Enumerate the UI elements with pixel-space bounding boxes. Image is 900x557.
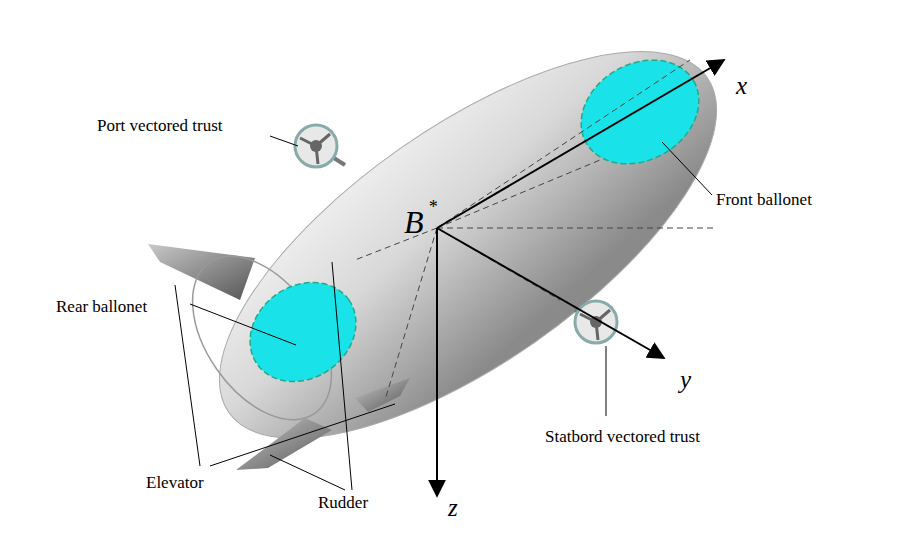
axes <box>437 60 724 496</box>
rear-ballonet <box>231 262 376 402</box>
rudder-fin <box>236 418 332 470</box>
part-label: Port vectored trust <box>97 117 223 136</box>
part-label: Elevator <box>146 474 204 493</box>
axis-label: x <box>736 72 747 100</box>
origin-label: * <box>428 198 437 218</box>
part-label: Front ballonet <box>716 191 812 210</box>
hull <box>161 0 775 509</box>
elevator-fin <box>355 378 410 412</box>
origin-label: B <box>404 205 424 240</box>
axis-label: z <box>448 494 458 522</box>
part-label: Rear ballonet <box>56 298 147 317</box>
leader-lines <box>175 136 712 490</box>
construction-lines <box>355 60 715 400</box>
front-ballonet <box>562 39 717 184</box>
port-thruster <box>295 125 345 167</box>
axis-label: y <box>680 366 691 394</box>
part-label: Statbord vectored trust <box>545 428 700 447</box>
starboard-thruster <box>575 301 617 343</box>
part-label: Rudder <box>318 494 368 513</box>
elevator-fin <box>148 244 255 300</box>
